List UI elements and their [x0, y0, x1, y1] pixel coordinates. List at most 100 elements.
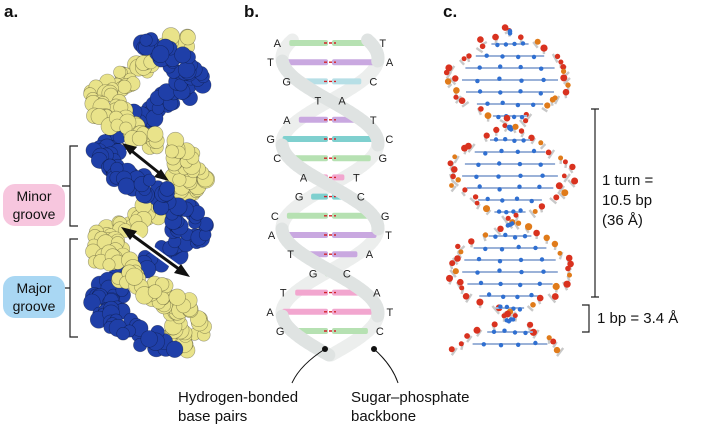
phosphate-atom [565, 254, 573, 262]
bond-stick [485, 209, 492, 216]
phosphate-atom [505, 215, 511, 221]
base-letter-left: T [280, 288, 287, 300]
base-left [282, 59, 328, 66]
phosphate-atom [453, 87, 460, 94]
bond-stick [563, 173, 571, 183]
bond-stick [453, 155, 460, 164]
bond-stick [551, 53, 559, 63]
phosphate-atom [462, 187, 468, 193]
base-atom [512, 330, 518, 335]
base-atom [518, 173, 523, 178]
base-letter-right: C [385, 134, 393, 146]
base-left [311, 193, 328, 200]
bond-stick [450, 185, 457, 193]
base-right [332, 78, 362, 85]
base-atom [485, 101, 490, 106]
panel-label-a: a. [4, 2, 18, 21]
bond-stick [556, 347, 565, 357]
base-atom [491, 329, 497, 334]
phosphate-atom [452, 154, 458, 160]
base-atom [498, 281, 503, 287]
backbone-callout-line1: Sugar–phosphate [351, 389, 469, 406]
base-letter-right: T [353, 172, 360, 184]
phosphate-atom [525, 223, 533, 231]
phosphate-atom [451, 166, 458, 173]
backbone-callout-line [373, 348, 399, 384]
base-atom [498, 90, 503, 95]
base-atom [521, 138, 526, 143]
base-atom [517, 161, 523, 167]
phosphate-atom [538, 140, 544, 146]
phosphate-atom [493, 126, 500, 133]
phosphate-atom [474, 200, 480, 206]
phosphate-atom [569, 163, 576, 171]
phosphate-atom [554, 53, 561, 60]
base-atom [500, 100, 505, 106]
base-atom [538, 162, 543, 167]
phosphate-atom [527, 321, 534, 328]
bond-stick [562, 77, 571, 85]
base-atom [515, 294, 520, 300]
phosphate-atom [561, 68, 567, 74]
phosphate-atom [455, 243, 461, 250]
base-letter-left: G [276, 326, 285, 338]
base-atom [515, 102, 521, 108]
base-left [289, 40, 328, 46]
atom-sphere [159, 181, 175, 197]
base-atom [477, 89, 483, 94]
base-atom [499, 148, 504, 154]
base-atom [505, 223, 510, 228]
hbond-callout-line1: Hydrogen-bonded [178, 389, 298, 406]
base-right [332, 232, 377, 238]
base-right [332, 308, 378, 315]
bond-stick [568, 167, 574, 174]
bond-stick [549, 197, 558, 205]
phosphate-atom [571, 177, 579, 185]
base-atom [503, 42, 509, 47]
base-atom [518, 89, 523, 94]
phosphate-atom [523, 118, 529, 124]
base-right [332, 251, 358, 258]
base-left [282, 308, 328, 315]
base-atom [500, 198, 505, 203]
base-atom [477, 65, 482, 70]
phosphate-atom [483, 205, 490, 213]
base-letter-left: A [300, 172, 308, 184]
atom-sphere [164, 144, 179, 159]
bond-stick [558, 185, 566, 193]
turn-label-line3: (36 Å) [602, 212, 643, 229]
base-atom [514, 196, 520, 201]
base-atom [495, 42, 500, 48]
base-atom [529, 198, 534, 204]
bond-stick [461, 101, 470, 108]
base-atom [537, 281, 542, 286]
phosphate-atom [466, 53, 472, 59]
minor-groove-label-line1: Minor [16, 188, 51, 204]
bond-stick [514, 317, 518, 322]
base-letter-right: A [338, 96, 346, 108]
phosphate-atom [558, 155, 564, 161]
base-left [295, 289, 328, 296]
base-atom [483, 151, 488, 156]
phosphate-atom [482, 232, 489, 238]
phosphate-atom [560, 74, 568, 82]
base-atom [504, 304, 510, 310]
base-right [332, 328, 368, 334]
base-atom [496, 174, 501, 179]
atom-sphere [83, 293, 101, 312]
phosphate-atom [533, 229, 540, 237]
phosphate-atom [457, 278, 464, 286]
base-atom [503, 232, 508, 238]
base-letter-left: C [271, 211, 279, 223]
base-atom [481, 342, 486, 347]
bond-stick [550, 101, 554, 107]
major-groove-label-line1: Major [16, 280, 51, 296]
phosphate-atom [501, 313, 507, 319]
bond-stick [541, 106, 548, 113]
base-atom [533, 245, 538, 251]
base-right [332, 174, 345, 181]
phosphate-atom [557, 250, 563, 256]
phosphate-atom [562, 159, 568, 165]
backbone-callout-line2: backbone [351, 408, 416, 425]
major-groove-arrow [121, 227, 190, 277]
